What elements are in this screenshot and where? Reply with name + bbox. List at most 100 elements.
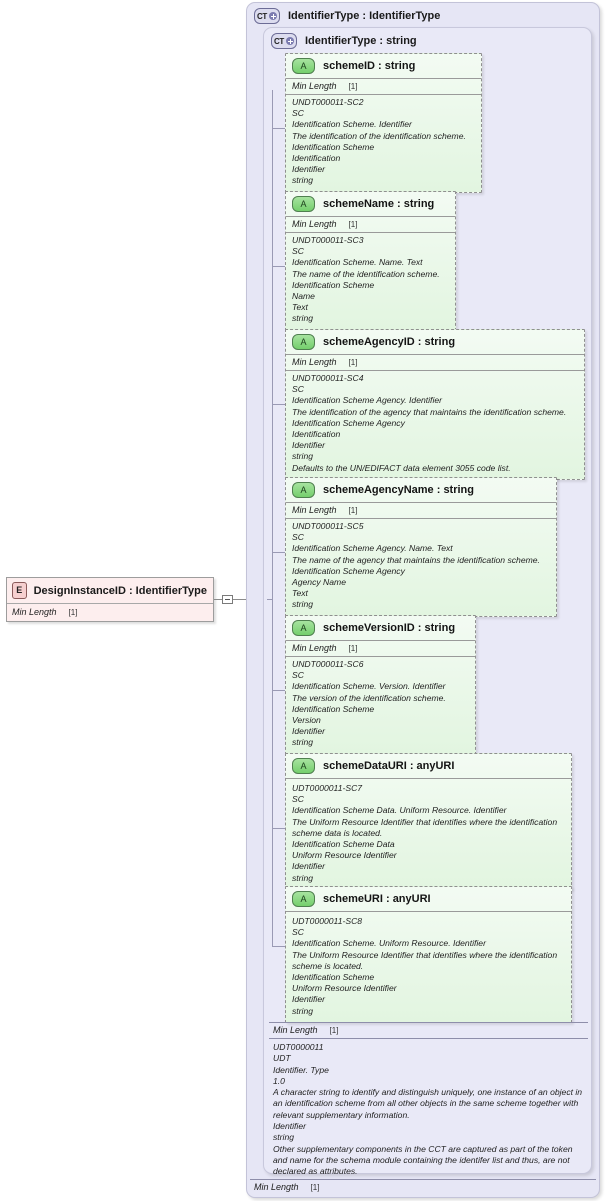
attribute-header: A schemeAgencyID : string [286, 330, 584, 354]
doc-line: Uniform Resource Identifier [292, 983, 397, 994]
element-box-design-instance-id[interactable]: E DesignInstanceID : IdentifierType Min … [6, 577, 214, 622]
doc-line: Identification Scheme Agency [292, 417, 405, 428]
outer-type-facet-row: Min Length [1] [250, 1179, 596, 1195]
element-header: E DesignInstanceID : IdentifierType [7, 578, 213, 603]
doc-line: Version [292, 715, 321, 726]
attribute-box-schemeid[interactable]: A schemeID : string Min Length [1] UNDT0… [285, 53, 482, 193]
doc-line: Identification Scheme Agency. Identifier [292, 395, 442, 406]
doc-line: Identification Scheme Agency [292, 565, 405, 576]
attribute-box-schemeversionid[interactable]: A schemeVersionID : string Min Length [1… [285, 615, 476, 755]
doc-line: string [273, 1132, 295, 1143]
tree-connector-stub [267, 599, 273, 600]
attribute-facet-label: Min Length [292, 357, 337, 367]
doc-line: Other supplementary components in the CC… [273, 1143, 573, 1177]
doc-line: Identifier [292, 440, 325, 451]
doc-line: UDT [273, 1053, 291, 1064]
attribute-icon: A [292, 196, 315, 212]
tree-branch-4 [272, 552, 285, 553]
attribute-facet-cardinality: [1] [348, 82, 358, 91]
attribute-facet-cardinality: [1] [348, 644, 358, 653]
doc-line: Uniform Resource Identifier [292, 850, 397, 861]
attribute-facet-row: Min Length [1] [286, 640, 475, 657]
complex-type-expand-icon-inner[interactable]: CT [271, 33, 297, 49]
doc-line: Identification Scheme. Uniform Resource.… [292, 938, 486, 949]
doc-line: The name of the identification scheme. [292, 268, 440, 279]
attribute-header: A schemeName : string [286, 192, 455, 216]
element-facet-label: Min Length [12, 607, 57, 617]
attribute-documentation: UNDT000011-SC4 SC Identification Scheme … [286, 371, 584, 479]
attribute-facet-row: Min Length [1] [286, 354, 584, 371]
doc-line: The name of the agency that maintains th… [292, 554, 540, 565]
outer-type-facet-cardinality: [1] [310, 1183, 320, 1192]
attribute-facet-label: Min Length [292, 505, 337, 515]
tree-branch-2 [272, 266, 285, 267]
complex-type-inner-header: CT IdentifierType : string [264, 28, 591, 49]
attribute-icon-label: A [300, 337, 307, 347]
attribute-icon-label: A [300, 61, 307, 71]
doc-line: The identification of the agency that ma… [292, 406, 567, 417]
element-box-body: E DesignInstanceID : IdentifierType Min … [7, 578, 213, 621]
plus-icon-inner[interactable] [286, 37, 295, 45]
doc-line: SC [292, 927, 304, 938]
tree-branch-7 [272, 946, 285, 947]
attribute-icon: A [292, 758, 315, 774]
plus-icon[interactable] [269, 12, 278, 20]
doc-line: Identification Scheme. Name. Text [292, 257, 423, 268]
attribute-icon: A [292, 891, 315, 907]
attribute-name: schemeID : string [323, 60, 416, 72]
tree-connector-vertical [272, 90, 273, 946]
doc-line: The Uniform Resource Identifier that ide… [292, 949, 558, 971]
attribute-facet-label: Min Length [292, 219, 337, 229]
attribute-documentation: UNDT000011-SC3 SC Identification Scheme.… [286, 233, 455, 330]
doc-line: Identification Scheme. Version. Identifi… [292, 681, 446, 692]
attribute-header: A schemeDataURI : anyURI [286, 754, 571, 778]
doc-line: Identification Scheme [292, 972, 375, 983]
attribute-documentation: UDT0000011-SC7 SC Identification Scheme … [286, 778, 571, 889]
attribute-box-schemename[interactable]: A schemeName : string Min Length [1] UND… [285, 191, 456, 331]
doc-line: SC [292, 384, 304, 395]
attribute-box-schemedatauri[interactable]: A schemeDataURI : anyURI UDT0000011-SC7 … [285, 753, 572, 890]
tree-branch-6 [272, 828, 285, 829]
attribute-facet-row: Min Length [1] [286, 78, 481, 95]
doc-line: 1.0 [273, 1075, 285, 1086]
attribute-name: schemeName : string [323, 198, 435, 210]
inner-type-facet-row: Min Length [1] [269, 1022, 588, 1039]
doc-line: Defaults to the UN/EDIFACT data element … [292, 462, 511, 473]
tree-branch-1 [272, 128, 285, 129]
attribute-documentation: UNDT000011-SC2 SC Identification Scheme.… [286, 95, 481, 192]
doc-line: Identification Scheme Agency. Name. Text [292, 543, 453, 554]
element-facet-row: Min Length [1] [7, 603, 213, 621]
expand-collapse-toggle[interactable] [222, 595, 233, 604]
doc-line: SC [292, 794, 304, 805]
attribute-box-schemeuri[interactable]: A schemeURI : anyURI UDT0000011-SC8 SC I… [285, 886, 572, 1023]
doc-line: The version of the identification scheme… [292, 692, 446, 703]
complex-type-expand-icon[interactable]: CT [254, 8, 280, 24]
doc-line: Identification [292, 429, 341, 440]
doc-line: UNDT000011-SC2 [292, 97, 364, 107]
doc-line: Identifier [292, 164, 325, 175]
doc-line: Identification Scheme Data [292, 839, 395, 850]
attribute-header: A schemeAgencyName : string [286, 478, 556, 502]
attribute-box-schemeagencyid[interactable]: A schemeAgencyID : string Min Length [1]… [285, 329, 585, 480]
attribute-name: schemeAgencyName : string [323, 484, 474, 496]
attribute-name: schemeAgencyID : string [323, 336, 456, 348]
doc-line: Identification Scheme [292, 703, 375, 714]
attribute-name: schemeDataURI : anyURI [323, 760, 455, 772]
doc-line: UNDT000011-SC3 [292, 235, 364, 245]
doc-line: string [292, 1005, 314, 1016]
complex-type-icon-label-inner: CT [273, 36, 285, 46]
outer-type-facet-label: Min Length [254, 1182, 299, 1192]
attribute-icon: A [292, 334, 315, 350]
attribute-header: A schemeVersionID : string [286, 616, 475, 640]
attribute-icon-label: A [300, 623, 307, 633]
tree-branch-3 [272, 404, 285, 405]
attribute-header: A schemeID : string [286, 54, 481, 78]
attribute-box-schemeagencyname[interactable]: A schemeAgencyName : string Min Length [… [285, 477, 557, 617]
doc-line: UDT0000011-SC7 [292, 783, 363, 793]
inner-type-facet-label: Min Length [273, 1025, 318, 1035]
doc-line: UNDT000011-SC4 [292, 373, 364, 383]
doc-line: Identifier [273, 1121, 306, 1132]
doc-line: The identification of the identification… [292, 130, 466, 141]
doc-line: Identifier [292, 726, 325, 737]
attribute-documentation: UNDT000011-SC6 SC Identification Scheme.… [286, 657, 475, 754]
